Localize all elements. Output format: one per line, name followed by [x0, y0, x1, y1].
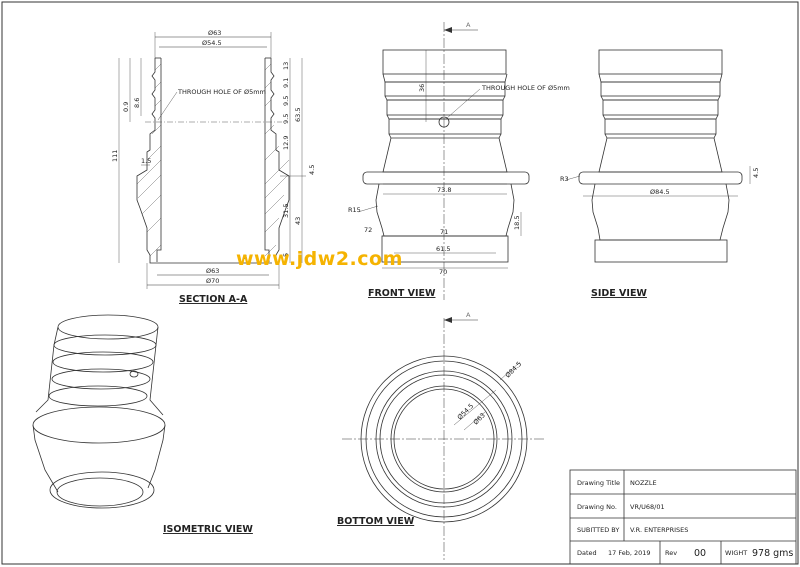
dim-section-43: 43 [294, 217, 302, 225]
dim-section-12-9: 12.9 [282, 136, 290, 150]
tb-drawing-title-label: Drawing Title [577, 479, 620, 487]
bottom-view-title: BOTTOM VIEW [337, 516, 415, 527]
dim-side-84-5: Ø84.5 [650, 188, 670, 196]
dim-section-top-od: Ø63 [208, 29, 221, 37]
dim-section-13: 13 [282, 62, 290, 70]
front-section-marker-top: A [466, 21, 471, 29]
dim-section-9-1: 9.1 [282, 78, 290, 88]
dim-section-groove-a: 0.9 [122, 102, 130, 112]
bottom-section-marker: A [466, 311, 471, 319]
dim-section-9-5b: 9.5 [282, 114, 290, 124]
dim-section-groove-b: 8.6 [133, 98, 141, 108]
dim-front-73-8: 73.8 [437, 186, 451, 194]
bottom-view-labels: A Ø84.5 Ø54.5 Ø63 BOTTOM VIEW [337, 311, 523, 527]
watermark: www.jdw2.com [236, 248, 403, 270]
front-view-labels: A THROUGH HOLE OF Ø5mm 36 73.8 R15 72 71… [348, 21, 570, 299]
dim-section-4-5: 4.5 [308, 165, 316, 175]
dim-section-9-5a: 9.5 [282, 96, 290, 106]
dim-front-70: 70 [439, 268, 447, 276]
isometric-view-title: ISOMETRIC VIEW [163, 524, 253, 535]
tb-drawing-no: VR/U68/01 [630, 503, 665, 511]
section-view [118, 32, 306, 289]
dim-front-18-5: 18.5 [513, 216, 521, 230]
dim-front-61-5: 61.5 [436, 245, 450, 253]
side-view-title: SIDE VIEW [591, 288, 647, 299]
side-view-labels: R3 Ø84.5 4.5 SIDE VIEW [560, 168, 760, 299]
bottom-view [342, 317, 546, 560]
tb-rev-label: Rev [665, 549, 677, 557]
front-view [357, 22, 530, 300]
dim-section-r8: 8 [243, 253, 247, 261]
dim-bottom-84-5: Ø84.5 [504, 360, 524, 380]
front-hole-note: THROUGH HOLE OF Ø5mm [481, 84, 570, 92]
title-block [569, 469, 797, 565]
dim-section-63-5: 63.5 [294, 108, 302, 122]
tb-dated-label: Dated [577, 549, 597, 557]
tb-submitted-by: V.R. ENTERPRISES [630, 526, 688, 534]
tb-weight: 978 gms [752, 548, 793, 559]
tb-drawing-title: NOZZLE [630, 479, 657, 487]
dim-front-r15: R15 [348, 206, 361, 214]
side-view [565, 49, 751, 263]
dim-section-bot-od: Ø70 [206, 277, 219, 285]
dim-section-wall: 1.5 [141, 157, 151, 165]
dim-side-4-5: 4.5 [752, 168, 760, 178]
dim-section-bot-id: Ø63 [206, 267, 219, 275]
tb-drawing-no-label: Drawing No. [577, 503, 617, 511]
dim-section-31-5: 31.5 [282, 204, 290, 218]
dim-section-5: 5 [282, 253, 290, 257]
dim-section-overall-height: 111 [111, 150, 119, 162]
dim-bottom-54-5: Ø54.5 [456, 402, 476, 422]
isometric-view [32, 314, 166, 509]
dim-front-36: 36 [418, 84, 426, 92]
dim-front-71: 71 [440, 228, 448, 236]
dim-bottom-63: Ø63 [472, 411, 487, 426]
tb-rev: 00 [694, 548, 706, 559]
dim-front-72: 72 [364, 226, 372, 234]
tb-submitted-label: SUBITTED BY [577, 526, 619, 534]
section-view-title: SECTION A-A [179, 294, 248, 305]
dim-side-r3: R3 [560, 175, 569, 183]
section-hole-note: THROUGH HOLE OF Ø5mm [177, 88, 266, 96]
dim-section-top-id: Ø54.5 [202, 39, 222, 47]
isometric-view-labels: ISOMETRIC VIEW [163, 524, 253, 535]
section-view-labels: Ø63 Ø54.5 THROUGH HOLE OF Ø5mm 1.5 8 Ø63… [111, 29, 316, 305]
title-block-text: Drawing Title NOZZLE Drawing No. VR/U68/… [577, 479, 793, 559]
front-view-title: FRONT VIEW [368, 288, 436, 299]
tb-weight-label: WIGHT [725, 549, 747, 557]
tb-dated: 17 Feb, 2019 [608, 549, 651, 557]
